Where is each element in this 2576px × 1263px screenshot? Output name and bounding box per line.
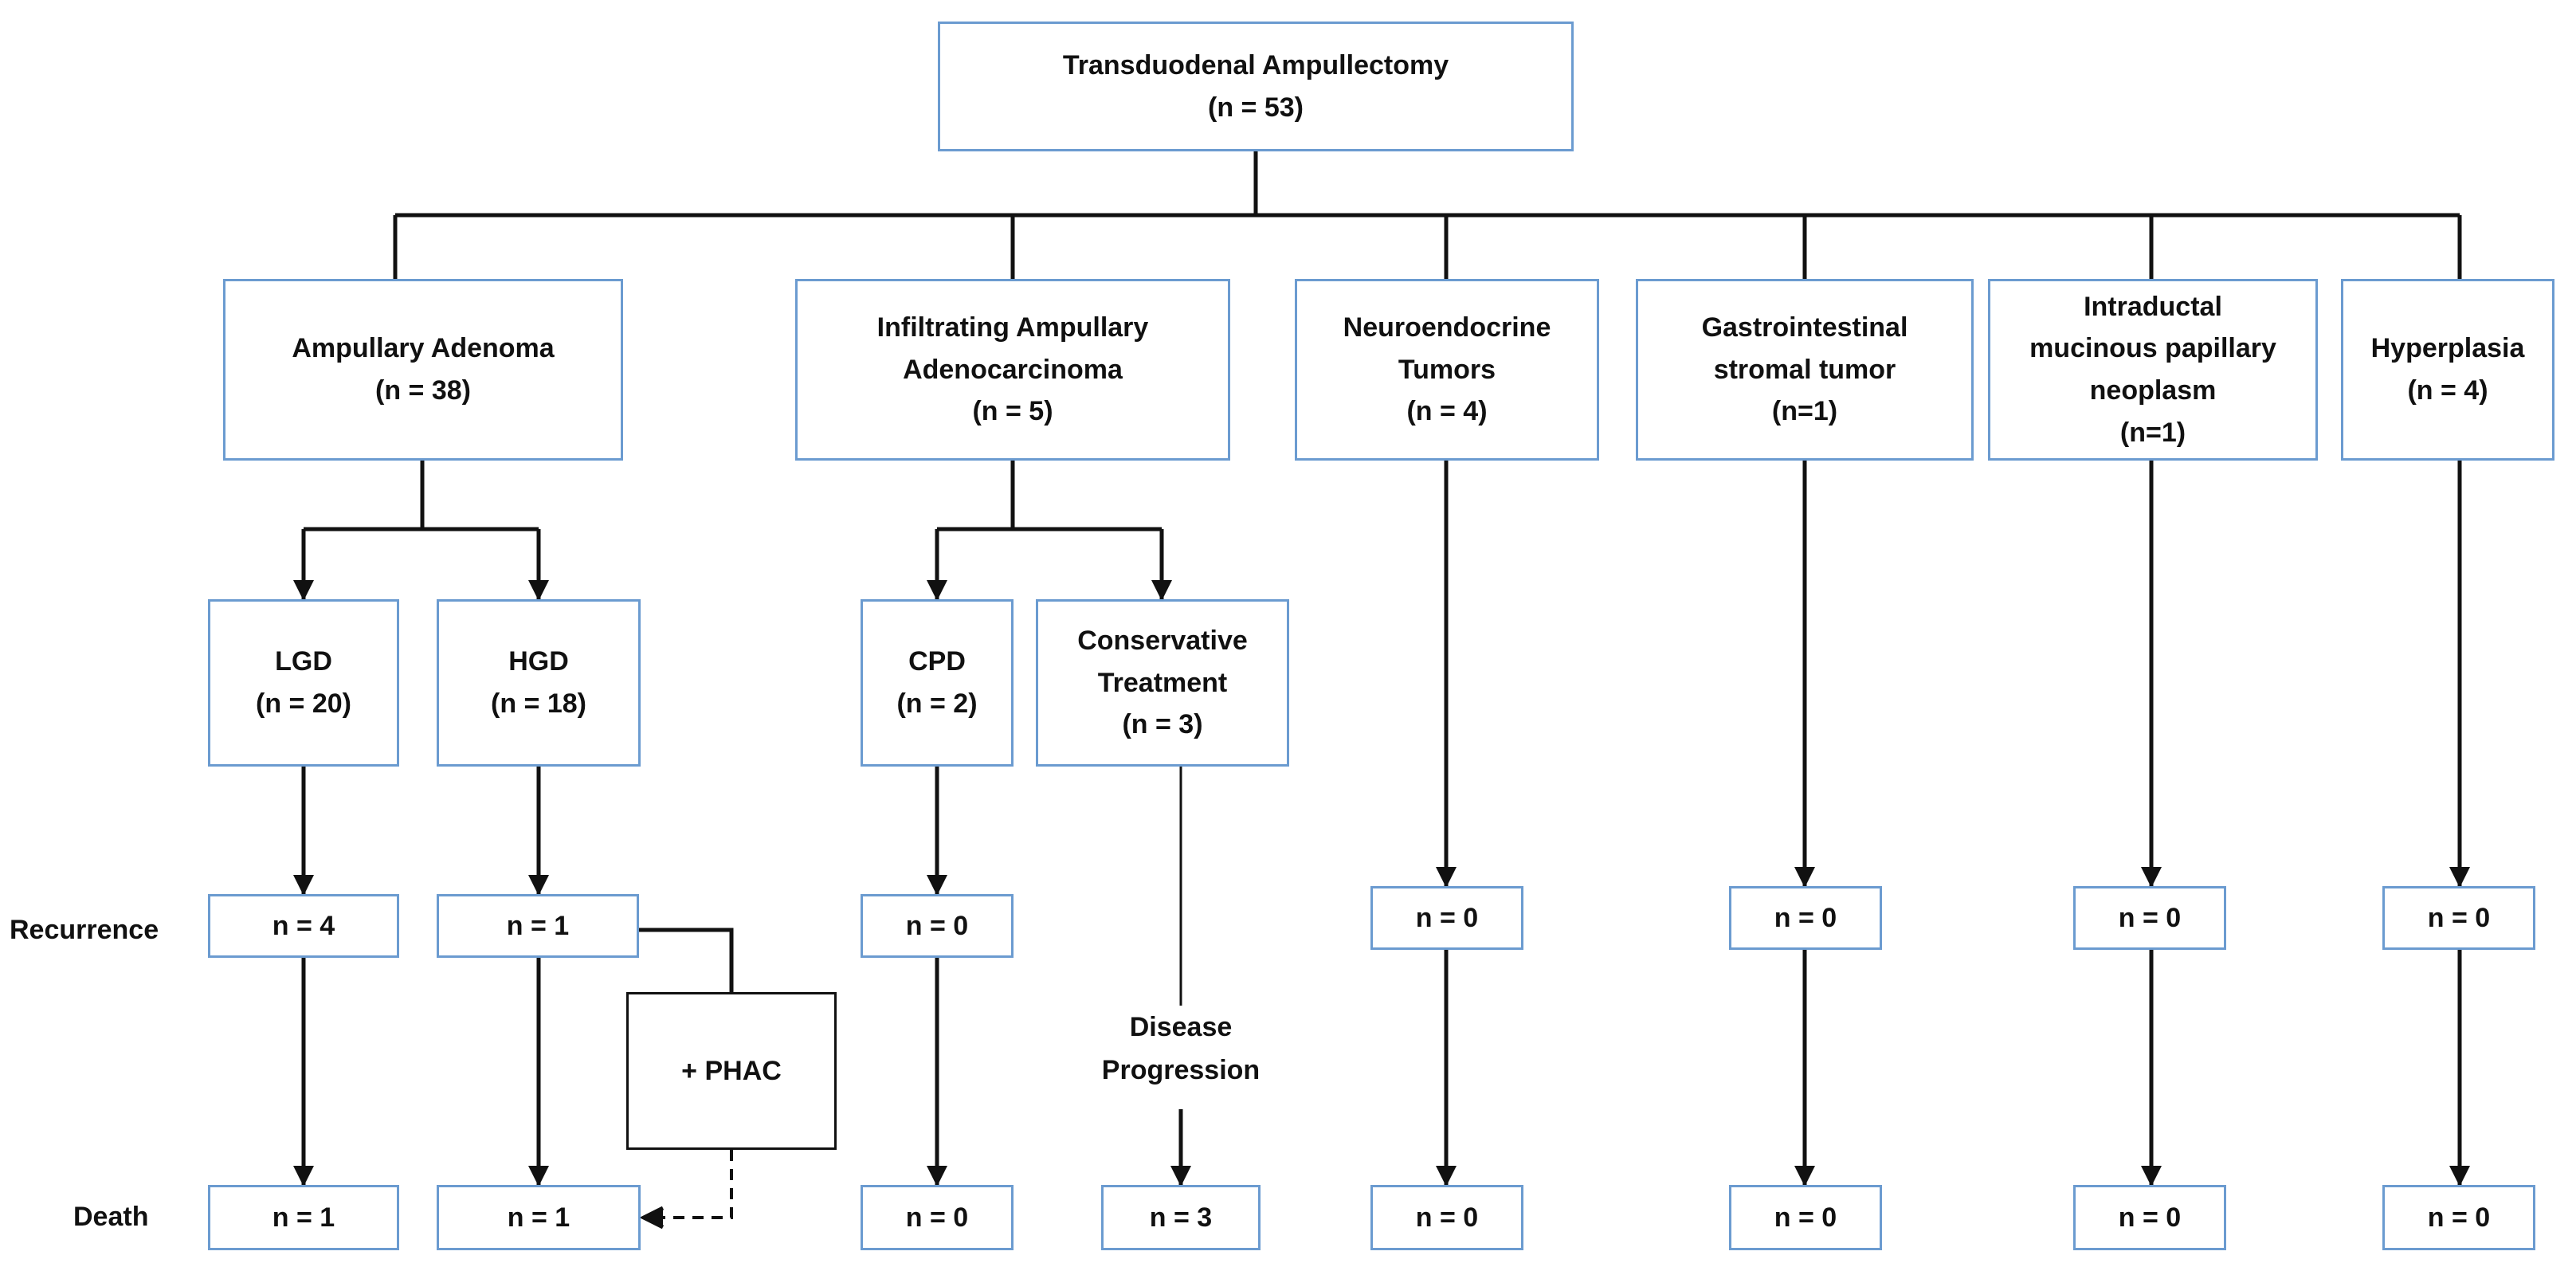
root-title: Transduodenal Ampullectomy: [1062, 49, 1449, 80]
node-lgd: LGD (n = 20): [208, 599, 399, 767]
phac-label: + PHAC: [681, 1055, 782, 1086]
node-count: (n = 5): [972, 396, 1053, 427]
recurrence-gist: n = 0: [1729, 886, 1882, 950]
recurrence-hgd: n = 1: [437, 894, 639, 958]
recurrence-value: n = 1: [506, 910, 570, 941]
death-hgd: n = 1: [437, 1185, 641, 1250]
death-hyperplasia: n = 0: [2382, 1185, 2535, 1250]
root-count: (n = 53): [1208, 92, 1304, 123]
recurrence-lgd: n = 4: [208, 894, 399, 958]
recurrence-value: n = 0: [1415, 902, 1479, 933]
recurrence-value: n = 4: [272, 910, 335, 941]
dashed-arrow-head: [639, 1206, 665, 1230]
recurrence-cpd: n = 0: [861, 894, 1014, 958]
node-count: (n = 4): [1406, 396, 1488, 427]
death-ipmn: n = 0: [2073, 1185, 2226, 1250]
death-cpd: n = 0: [861, 1185, 1014, 1250]
death-value: n = 0: [1774, 1202, 1837, 1233]
death-value: n = 0: [905, 1202, 969, 1233]
node-label: HGD: [508, 646, 569, 677]
node-label: stromal tumor: [1713, 354, 1896, 385]
node-count: (n = 20): [256, 688, 351, 719]
node-label: Neuroendocrine: [1343, 312, 1551, 343]
node-count: (n = 2): [896, 688, 978, 719]
node-neuroendocrine-tumors: Neuroendocrine Tumors (n = 4): [1295, 279, 1599, 461]
recurrence-hyperplasia: n = 0: [2382, 886, 2535, 950]
node-infiltrating-adenocarcinoma: Infiltrating Ampullary Adenocarcinoma (n…: [795, 279, 1230, 461]
node-phac: + PHAC: [626, 992, 837, 1150]
progression-line: Disease: [1129, 1012, 1233, 1042]
recurrence-row-label: Recurrence: [10, 915, 159, 945]
node-count: (n = 4): [2407, 375, 2488, 406]
recurrence-value: n = 0: [1774, 902, 1837, 933]
recurrence-value: n = 0: [2427, 902, 2491, 933]
line-hgd-to-phac: [639, 928, 734, 992]
node-label: Infiltrating Ampullary: [876, 312, 1149, 343]
node-hgd: HGD (n = 18): [437, 599, 641, 767]
node-label: Hyperplasia: [2370, 333, 2525, 364]
disease-progression-label: Disease Progression: [1077, 1006, 1284, 1092]
node-label: mucinous papillary: [2029, 333, 2276, 364]
dashed-phac-to-death: [645, 1150, 733, 1219]
node-cpd: CPD (n = 2): [861, 599, 1014, 767]
node-label: Gastrointestinal: [1701, 312, 1908, 343]
node-label: CPD: [908, 646, 966, 677]
node-label: Ampullary Adenoma: [292, 333, 555, 364]
death-value: n = 0: [1415, 1202, 1479, 1233]
recurrence-value: n = 0: [2118, 902, 2182, 933]
node-count: (n = 38): [375, 375, 471, 406]
death-value: n = 1: [272, 1202, 335, 1233]
node-ipmn: Intraductal mucinous papillary neoplasm …: [1988, 279, 2318, 461]
node-ampullary-adenoma: Ampullary Adenoma (n = 38): [223, 279, 623, 461]
node-label: Adenocarcinoma: [903, 354, 1123, 385]
node-label: Conservative: [1077, 625, 1248, 656]
death-value: n = 3: [1149, 1202, 1213, 1233]
node-label: Tumors: [1398, 354, 1496, 385]
node-gist: Gastrointestinal stromal tumor (n=1): [1636, 279, 1974, 461]
recurrence-value: n = 0: [905, 910, 969, 941]
recurrence-ipmn: n = 0: [2073, 886, 2226, 950]
node-count: (n=1): [1771, 396, 1838, 427]
root-node: Transduodenal Ampullectomy (n = 53): [938, 22, 1574, 151]
node-label: neoplasm: [2089, 375, 2217, 406]
node-label: Treatment: [1097, 667, 1228, 698]
node-hyperplasia: Hyperplasia (n = 4): [2341, 279, 2554, 461]
node-label: Intraductal: [2084, 291, 2222, 322]
node-conservative-treatment: Conservative Treatment (n = 3): [1036, 599, 1289, 767]
death-conservative: n = 3: [1101, 1185, 1261, 1250]
node-label: LGD: [275, 646, 332, 677]
recurrence-net: n = 0: [1370, 886, 1523, 950]
node-count: (n = 18): [491, 688, 586, 719]
progression-line: Progression: [1101, 1055, 1261, 1086]
node-count: (n=1): [2119, 417, 2186, 448]
death-lgd: n = 1: [208, 1185, 399, 1250]
death-net: n = 0: [1370, 1185, 1523, 1250]
death-value: n = 0: [2427, 1202, 2491, 1233]
node-count: (n = 3): [1122, 709, 1203, 740]
death-row-label: Death: [73, 1202, 149, 1232]
death-value: n = 0: [2118, 1202, 2182, 1233]
death-value: n = 1: [507, 1202, 570, 1233]
death-gist: n = 0: [1729, 1185, 1882, 1250]
